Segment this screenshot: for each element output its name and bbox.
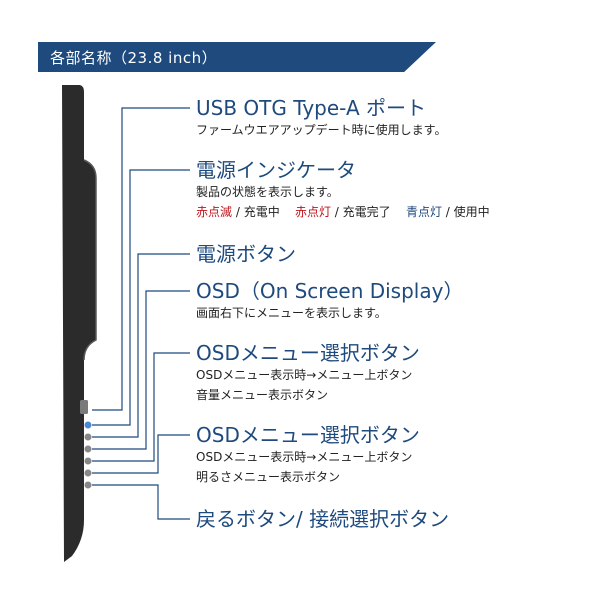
power-indicator-desc: 製品の状態を表示します。 xyxy=(196,185,339,199)
callout-usb: USB OTG Type-A ポート ファームウエアアップデート時に使用します。 xyxy=(196,96,446,140)
status-blue-solid: 青点灯 xyxy=(405,205,442,219)
osd-button-knob[interactable] xyxy=(84,445,92,453)
usb-desc: ファームウエアアップデート時に使用します。 xyxy=(196,123,447,137)
osd-select-1-title: OSDメニュー選択ボタン xyxy=(196,341,420,365)
power-indicator-title: 電源インジケータ xyxy=(196,158,356,182)
back-button-knob[interactable] xyxy=(84,481,92,489)
osd-select-1-desc1: OSDメニュー表示時→メニュー上ボタン xyxy=(196,368,413,382)
osd-select-2-title: OSDメニュー選択ボタン xyxy=(196,423,420,447)
osd-select-2-desc2: 明るさメニュー表示ボタン xyxy=(196,470,341,484)
power-button-title: 電源ボタン xyxy=(196,242,296,266)
osd-select-1-desc2: 音量メニュー表示ボタン xyxy=(196,388,329,402)
osd-title: OSD（On Screen Display） xyxy=(196,279,464,303)
osd-desc: 画面右下にメニューを表示します。 xyxy=(196,306,387,320)
banner-title: 各部名称（23.8 inch） xyxy=(50,49,218,67)
callout-osd-select-1: OSDメニュー選択ボタン OSDメニュー表示時→メニュー上ボタン 音量メニュー表… xyxy=(196,341,420,405)
power-indicator-status: 赤点滅 / 充電中 赤点灯 / 充電完了 青点灯 / 使用中 xyxy=(196,205,490,219)
callout-power-indicator: 電源インジケータ 製品の状態を表示します。 赤点滅 / 充電中 赤点灯 / 充電… xyxy=(196,158,490,222)
osd-select-2-knob[interactable] xyxy=(84,469,92,477)
status-red-solid: 赤点灯 xyxy=(294,205,331,219)
callout-back-button: 戻るボタン/ 接続選択ボタン xyxy=(196,507,449,531)
callout-power-button: 電源ボタン xyxy=(196,242,296,266)
callout-osd: OSD（On Screen Display） 画面右下にメニューを表示します。 xyxy=(196,279,463,323)
usb-title: USB OTG Type-A ポート xyxy=(196,96,426,120)
status-red-blink: 赤点滅 xyxy=(196,205,233,219)
power-button-knob[interactable] xyxy=(84,433,92,441)
callout-osd-select-2: OSDメニュー選択ボタン OSDメニュー表示時→メニュー上ボタン 明るさメニュー… xyxy=(196,423,420,487)
monitor-body xyxy=(62,85,96,562)
usb-port[interactable] xyxy=(80,400,88,414)
osd-select-2-desc1: OSDメニュー表示時→メニュー上ボタン xyxy=(196,450,413,464)
back-button-title: 戻るボタン/ 接続選択ボタン xyxy=(196,507,450,531)
power-indicator-led xyxy=(84,421,92,429)
osd-select-1-knob[interactable] xyxy=(84,457,92,465)
section-banner: 各部名称（23.8 inch） xyxy=(38,42,436,72)
